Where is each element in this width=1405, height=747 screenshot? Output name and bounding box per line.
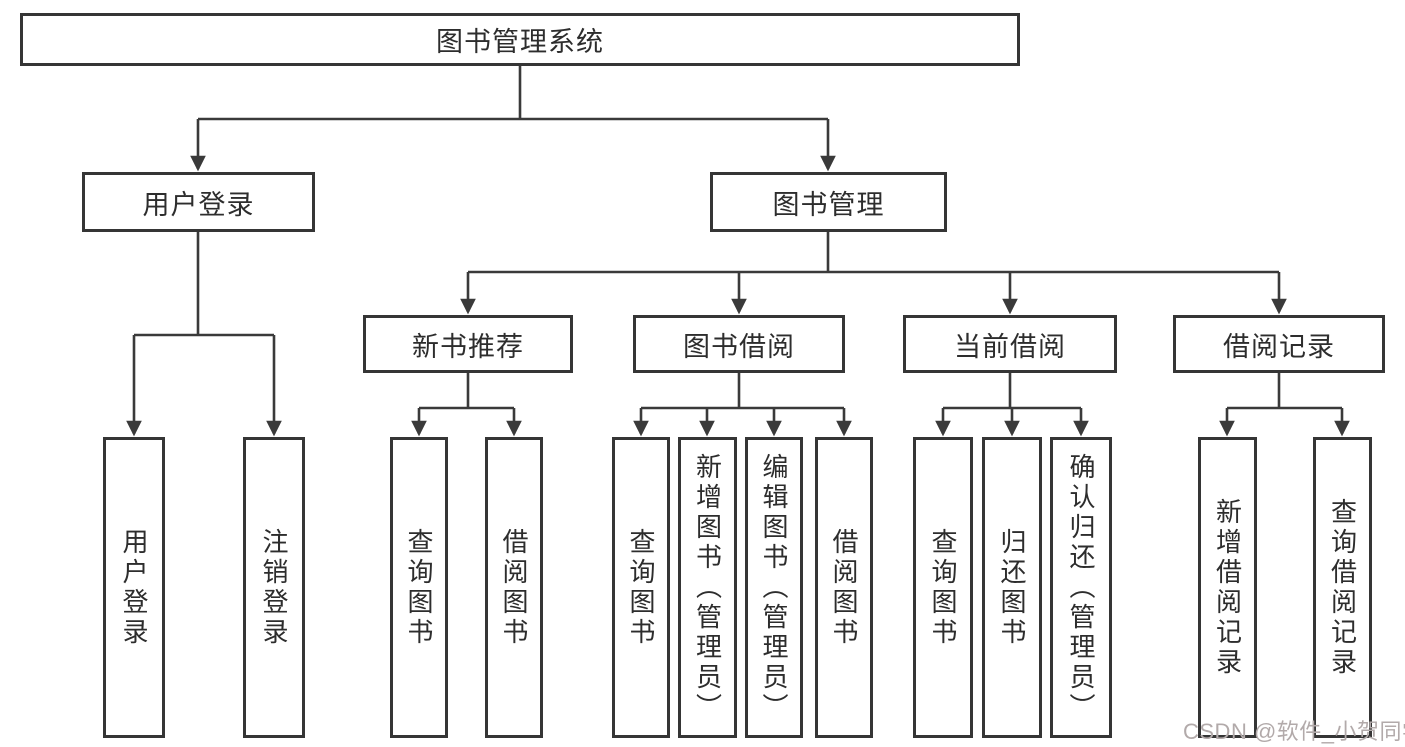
connector-new-book-recommendation: [419, 373, 514, 410]
connector-borrowing-records: [1227, 373, 1342, 410]
node-new-book-recommendation: 新书推荐: [363, 315, 573, 373]
node-label: 借阅记录: [1223, 331, 1335, 362]
leaf-query-books-borrowing: 查询图书: [612, 437, 670, 738]
node-label: 图书管理系统: [436, 27, 604, 57]
connector-user-login: [134, 232, 274, 337]
node-label: 用户登录: [142, 189, 255, 220]
node-label: 用户登录: [119, 527, 149, 648]
node-label: 新增借阅记录: [1212, 497, 1243, 678]
node-label: 查询图书: [626, 527, 656, 648]
node-label: 确认归还（管理员）: [1066, 452, 1096, 723]
leaf-logout: 注销登录: [243, 437, 305, 738]
node-book-management: 图书管理: [710, 172, 947, 232]
leaf-borrow-books-recommendation: 借阅图书: [485, 437, 543, 738]
node-user-login: 用户登录: [82, 172, 315, 232]
connector-current-borrowing: [943, 373, 1081, 410]
leaf-query-borrow-record: 查询借阅记录: [1313, 437, 1372, 738]
leaf-query-books-current: 查询图书: [913, 437, 973, 738]
leaf-add-borrow-record: 新增借阅记录: [1198, 437, 1257, 738]
connector-book-management: [468, 232, 1279, 274]
connector-book-borrowing: [641, 373, 844, 410]
leaf-return-books: 归还图书: [982, 437, 1042, 738]
node-borrowing-records: 借阅记录: [1173, 315, 1385, 373]
leaf-user-login: 用户登录: [103, 437, 165, 738]
leaf-borrow-books-borrowing: 借阅图书: [815, 437, 873, 738]
node-label: 当前借阅: [954, 331, 1066, 362]
node-label: 查询图书: [928, 527, 958, 648]
node-label: 归还图书: [997, 527, 1027, 648]
connector-root: [198, 66, 828, 121]
node-label: 图书借阅: [683, 331, 795, 362]
leaf-confirm-return-admin: 确认归还（管理员）: [1050, 437, 1112, 738]
node-book-borrowing: 图书借阅: [633, 315, 845, 373]
csdn-watermark: CSDN @软件_小贺同学: [1183, 719, 1405, 744]
node-library-management-system: 图书管理系统: [20, 13, 1020, 66]
node-label: 图书管理: [772, 189, 885, 220]
node-current-borrowing: 当前借阅: [903, 315, 1117, 373]
node-label: 新增图书（管理员）: [692, 452, 723, 723]
leaf-query-books-recommendation: 查询图书: [390, 437, 448, 738]
node-label: 编辑图书（管理员）: [759, 452, 789, 723]
leaf-add-book-admin: 新增图书（管理员）: [678, 437, 737, 738]
node-label: 注销登录: [259, 527, 289, 648]
leaf-edit-book-admin: 编辑图书（管理员）: [745, 437, 803, 738]
node-label: 查询图书: [404, 527, 434, 648]
node-label: 借阅图书: [499, 527, 529, 648]
node-label: 新书推荐: [412, 331, 524, 362]
node-label: 借阅图书: [829, 527, 859, 648]
node-label: 查询借阅记录: [1327, 497, 1358, 678]
